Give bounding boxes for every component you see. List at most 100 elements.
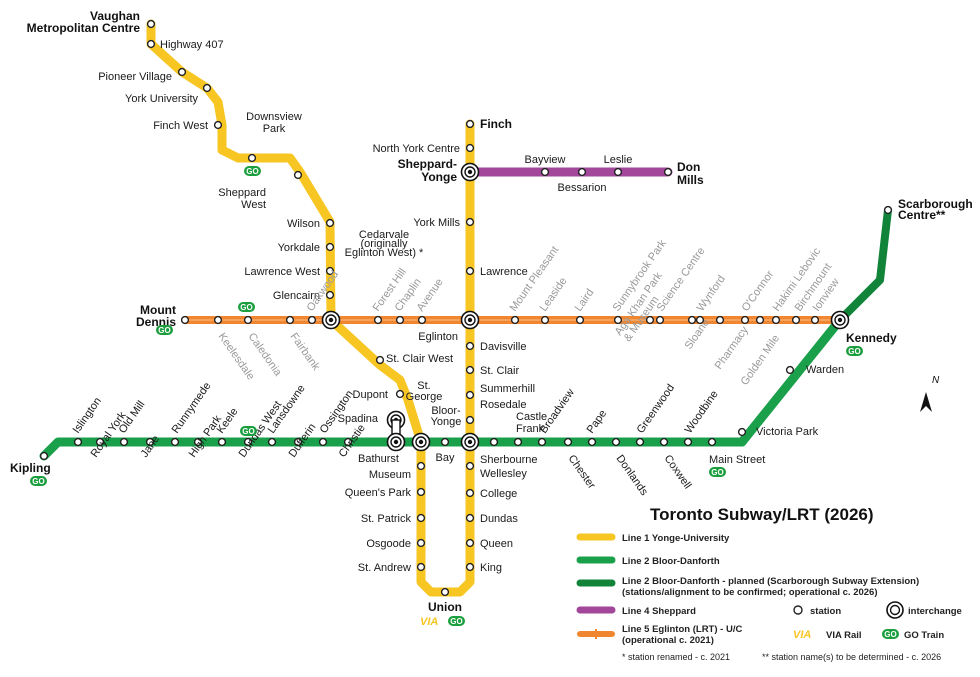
- station-osgoode[interactable]: [416, 538, 426, 548]
- station-royalyork[interactable]: [95, 437, 105, 447]
- station-northyork[interactable]: [465, 143, 475, 153]
- station-aga[interactable]: [645, 315, 655, 325]
- station-vaughan[interactable]: [146, 19, 156, 29]
- station-jane[interactable]: [145, 437, 155, 447]
- station-broadview[interactable]: [537, 437, 547, 447]
- station-lawrence[interactable]: [465, 266, 475, 276]
- station-finchwest[interactable]: [213, 120, 223, 130]
- station-laird[interactable]: [575, 315, 585, 325]
- station-pape[interactable]: [587, 437, 597, 447]
- station-goldenmile[interactable]: [755, 315, 765, 325]
- station-yorku[interactable]: [202, 83, 212, 93]
- station-label-stclairwest: St. Clair West: [386, 353, 453, 365]
- station-dundaswest[interactable]: [243, 437, 253, 447]
- station-stclairwest[interactable]: [375, 355, 385, 365]
- station-wynford[interactable]: [695, 315, 705, 325]
- station-bessarion[interactable]: [577, 167, 587, 177]
- station-donlands[interactable]: [611, 437, 621, 447]
- legend-line5: Line 5 Eglinton (LRT) - U/C: [622, 624, 742, 635]
- station-queen[interactable]: [465, 538, 475, 548]
- station-wilson[interactable]: [325, 218, 335, 228]
- station-keele[interactable]: [217, 437, 227, 447]
- station-union[interactable]: [440, 587, 450, 597]
- interchange-core-kennedy: [837, 317, 843, 323]
- station-greenwood[interactable]: [635, 437, 645, 447]
- station-glencairn[interactable]: [325, 290, 335, 300]
- station-sunnybrook[interactable]: [613, 315, 623, 325]
- station-christie[interactable]: [343, 437, 353, 447]
- svg-text:GO: GO: [158, 326, 170, 335]
- station-dufferin[interactable]: [293, 437, 303, 447]
- legend-line5-note: (operational c. 2021): [622, 635, 714, 646]
- station-lawrencewest[interactable]: [325, 266, 335, 276]
- go-icon-kennedy: GO: [846, 346, 863, 356]
- station-oakwood[interactable]: [307, 315, 317, 325]
- station-donmills[interactable]: [663, 167, 673, 177]
- station-pioneer[interactable]: [177, 67, 187, 77]
- station-chester[interactable]: [563, 437, 573, 447]
- station-keelesdale[interactable]: [213, 315, 223, 325]
- station-wellesley[interactable]: [465, 461, 475, 471]
- station-stpatrick[interactable]: [416, 513, 426, 523]
- station-leaside[interactable]: [540, 315, 550, 325]
- station-highpark[interactable]: [193, 437, 203, 447]
- station-leslie[interactable]: [613, 167, 623, 177]
- station-label-union: Union: [428, 600, 462, 614]
- station-mountpleasant[interactable]: [510, 315, 520, 325]
- station-lansdowne[interactable]: [267, 437, 277, 447]
- station-hakimi[interactable]: [771, 315, 781, 325]
- station-hwy407[interactable]: [146, 39, 156, 49]
- station-yorkdale[interactable]: [325, 242, 335, 252]
- station-fairbank[interactable]: [285, 315, 295, 325]
- station-warden[interactable]: [785, 365, 795, 375]
- interchange-core-spadina-lower: [393, 439, 399, 445]
- station-woodbine[interactable]: [683, 437, 693, 447]
- station-birchmount[interactable]: [791, 315, 801, 325]
- station-avenue[interactable]: [417, 315, 427, 325]
- station-yorkmills[interactable]: [465, 217, 475, 227]
- station-finch[interactable]: [465, 119, 475, 129]
- station-downsview[interactable]: [247, 153, 257, 163]
- station-foresthill[interactable]: [373, 315, 383, 325]
- station-summerhill[interactable]: [465, 390, 475, 400]
- station-college[interactable]: [465, 488, 475, 498]
- station-islington[interactable]: [73, 437, 83, 447]
- station-oconnor[interactable]: [740, 315, 750, 325]
- station-sheppardwest[interactable]: [293, 170, 303, 180]
- station-davisville[interactable]: [465, 341, 475, 351]
- station-castlefrank[interactable]: [513, 437, 523, 447]
- station-label-lawrencewest: Lawrence West: [244, 266, 320, 278]
- station-science[interactable]: [655, 315, 665, 325]
- station-coxwell[interactable]: [659, 437, 669, 447]
- station-ossington[interactable]: [318, 437, 328, 447]
- station-caledonia[interactable]: [243, 315, 253, 325]
- station-bay[interactable]: [440, 437, 450, 447]
- station-stclair[interactable]: [465, 365, 475, 375]
- station-oldmill[interactable]: [119, 437, 129, 447]
- station-king[interactable]: [465, 562, 475, 572]
- station-dundas[interactable]: [465, 513, 475, 523]
- station-museum[interactable]: [416, 461, 426, 471]
- station-runnymede[interactable]: [170, 437, 180, 447]
- station-sloane[interactable]: [687, 315, 697, 325]
- station-ionview[interactable]: [810, 315, 820, 325]
- station-mountdennis[interactable]: [180, 315, 190, 325]
- station-standrew[interactable]: [416, 562, 426, 572]
- station-bayview[interactable]: [540, 167, 550, 177]
- station-chaplin[interactable]: [395, 315, 405, 325]
- station-mainstreet[interactable]: [707, 437, 717, 447]
- station-dupont[interactable]: [395, 389, 405, 399]
- station-victoriapark[interactable]: [737, 427, 747, 437]
- station-label-queenspark: Queen's Park: [345, 487, 412, 499]
- station-rosedale[interactable]: [465, 415, 475, 425]
- station-kipling[interactable]: [39, 451, 49, 461]
- station-label-queen: Queen: [480, 538, 513, 550]
- station-sherbourne[interactable]: [489, 437, 499, 447]
- station-scarborough[interactable]: [883, 205, 893, 215]
- station-label-bathurst: Bathurst: [358, 453, 399, 465]
- station-label-dupont: Dupont: [353, 389, 388, 401]
- station-pharmacy[interactable]: [715, 315, 725, 325]
- station-queenspark[interactable]: [416, 487, 426, 497]
